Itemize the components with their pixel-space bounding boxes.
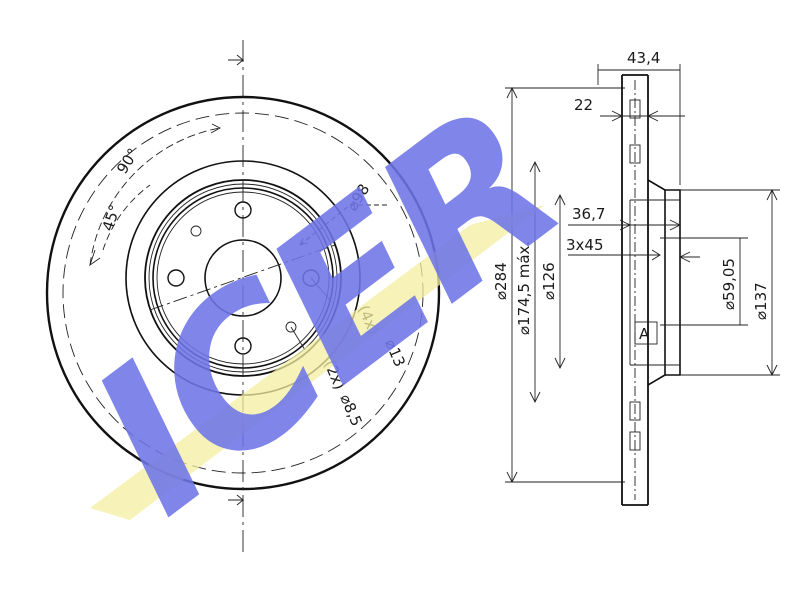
pin-hole-leader [290,326,306,351]
angle-90-label: 90° [113,145,142,177]
vent-slot-1 [629,99,641,119]
diagonal-centerline [149,244,336,311]
bottom-section-arrow [228,494,245,506]
center-bore [204,239,282,317]
bolt-hole-left [167,269,185,287]
hub-dia-label: ⌀137 [752,282,770,320]
vent-slot-2 [629,144,641,164]
pcd-arrow [299,237,309,246]
dim-arrows-22 [611,110,659,122]
center-bore-label: ⌀59,05 [720,258,738,310]
pcd-leader [299,204,390,246]
dim-arrows-36-7 [619,219,682,231]
overall-thickness-label: 43,4 [627,49,660,67]
vent-slot-4 [629,431,641,451]
datum-box [634,321,658,345]
hat-depth-label: 36,7 [572,205,605,223]
angle-90-arrow-right [210,123,221,134]
vent-slot-3 [629,401,641,421]
outer-dia-label: ⌀284 [492,262,510,300]
rotor-edges [622,74,648,506]
angle-90-arc [89,127,221,266]
side-view: 43,4 22 36,7 3x45 A ⌀284 ⌀174,5 máx. ⌀12… [492,49,780,506]
bolt-hole-leader [310,277,331,301]
pin-hole-1 [190,225,202,237]
max-dia-label: ⌀174,5 máx. [515,241,533,335]
bolt-hole-right [302,269,320,287]
icer-watermark: ICER [51,63,600,559]
center-bore-arrow [678,251,691,263]
top-section-arrow [228,54,245,66]
rotor-faces [621,75,649,505]
hat-outer-wall [647,179,666,386]
dim-arrows-174 [529,160,541,404]
pin-hole-2 [285,321,297,333]
bore-step [660,237,680,326]
chamfer-label: 3x45 [566,236,604,254]
logo-accent-stripe [90,205,545,520]
datum-label: A [639,325,650,343]
angle-45-label: 45° [99,202,124,233]
disc-thickness-label: 22 [574,96,593,114]
hat-dia-label: ⌀126 [540,262,558,300]
dim-arrows-126 [554,193,566,370]
angle-90-arrow-left [89,249,101,267]
dim-arrows-137 [766,188,778,377]
chamfer-arrow [651,249,661,261]
hat-flange [665,189,681,376]
